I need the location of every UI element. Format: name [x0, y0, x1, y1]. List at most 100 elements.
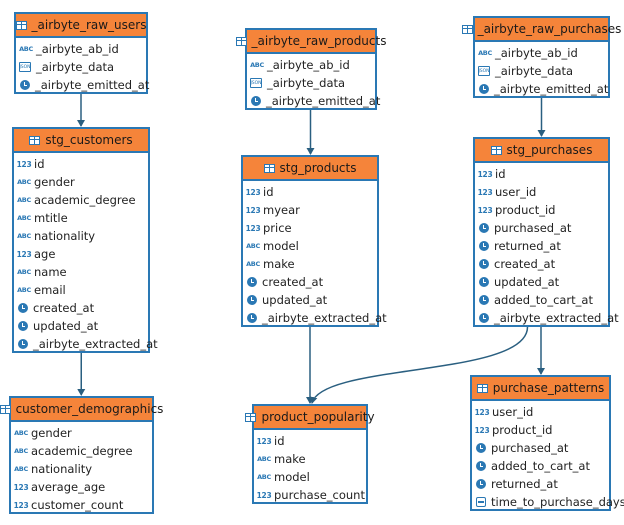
number-type-icon: 123 — [477, 205, 493, 215]
column-row[interactable]: JSON_airbyte_data — [475, 62, 608, 80]
column-row[interactable]: purchased_at — [475, 219, 608, 237]
column-name: product_id — [495, 203, 556, 217]
column-row[interactable]: added_to_cart_at — [475, 291, 608, 309]
string-type-icon: ABC — [246, 260, 260, 268]
table-header[interactable]: stg_customers — [14, 129, 148, 153]
column-name: _airbyte_ab_id — [495, 46, 578, 60]
string-type-icon: ABC — [17, 214, 31, 222]
table-header[interactable]: stg_purchases — [475, 139, 608, 163]
table-title: stg_customers — [45, 133, 133, 147]
column-row[interactable]: _airbyte_emitted_at — [247, 92, 380, 110]
column-name: purchase_count — [274, 488, 365, 502]
string-type-icon: ABC — [14, 465, 28, 473]
column-row[interactable]: created_at — [475, 255, 608, 273]
column-row[interactable]: created_at — [243, 273, 377, 291]
table-header[interactable]: customer_demographics — [0, 398, 163, 422]
column-name: model — [263, 239, 299, 253]
table-header[interactable]: _airbyte_raw_users — [15, 14, 146, 38]
table-header[interactable]: purchase_patterns — [472, 377, 609, 401]
table-header[interactable]: product_popularity — [245, 406, 375, 430]
table-title: _airbyte_raw_purchases — [477, 22, 622, 36]
column-row[interactable]: added_to_cart_at — [472, 457, 609, 475]
table-title: stg_purchases — [506, 143, 593, 157]
column-row[interactable]: _airbyte_extracted_at — [14, 335, 158, 353]
clock-icon — [476, 479, 486, 489]
column-row[interactable]: _airbyte_emitted_at — [475, 80, 608, 98]
table-header[interactable]: _airbyte_raw_products — [235, 30, 386, 54]
table-title: purchase_patterns — [492, 381, 605, 395]
string-type-icon: ABC — [17, 232, 31, 240]
column-name: updated_at — [262, 293, 328, 307]
column-row[interactable]: returned_at — [472, 475, 609, 493]
table-icon — [490, 145, 502, 155]
clock-icon — [476, 443, 486, 453]
table-header[interactable]: _airbyte_raw_purchases — [461, 18, 621, 42]
clock-icon — [18, 339, 28, 349]
column-name: purchased_at — [491, 441, 569, 455]
column-row[interactable]: JSON_airbyte_data — [16, 58, 146, 76]
column-row[interactable]: _airbyte_extracted_at — [475, 309, 619, 327]
clock-icon — [479, 84, 489, 94]
column-name: _airbyte_ab_id — [267, 58, 350, 72]
column-row[interactable]: ABC_airbyte_ab_id — [475, 44, 608, 62]
column-row[interactable]: _airbyte_emitted_at — [16, 76, 149, 94]
column-row[interactable]: updated_at — [14, 317, 148, 335]
column-row[interactable]: JSON_airbyte_data — [247, 74, 375, 92]
column-row[interactable]: created_at — [14, 299, 148, 317]
json-type-icon: JSON — [478, 66, 490, 76]
column-row[interactable]: updated_at — [243, 291, 377, 309]
table-icon — [29, 135, 41, 145]
column-row[interactable]: time_to_purchase_days — [472, 493, 624, 511]
column-row[interactable]: purchased_at — [472, 439, 609, 457]
column-row[interactable]: ABC_airbyte_ab_id — [16, 40, 146, 58]
column-row[interactable]: _airbyte_extracted_at — [243, 309, 387, 327]
column-name: time_to_purchase_days — [491, 495, 624, 509]
string-type-icon: ABC — [17, 286, 31, 294]
table-header[interactable]: stg_products — [243, 157, 377, 181]
column-name: updated_at — [33, 319, 99, 333]
column-name: academic_degree — [34, 193, 136, 207]
column-row[interactable]: returned_at — [475, 237, 608, 255]
column-row[interactable]: ABC_airbyte_ab_id — [247, 56, 375, 74]
column-row[interactable]: updated_at — [475, 273, 608, 291]
